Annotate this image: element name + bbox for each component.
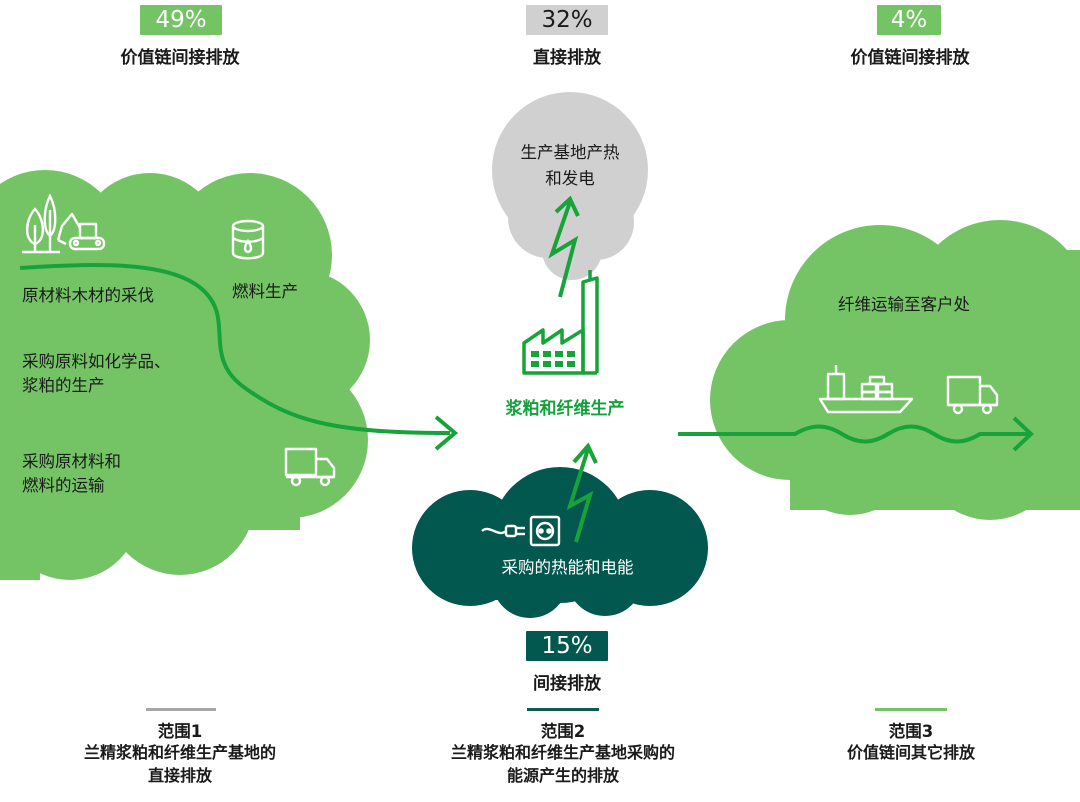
right-cloud (710, 220, 1080, 520)
socket-icon (529, 515, 561, 547)
factory-icon (522, 270, 599, 375)
truck-icon (284, 447, 336, 487)
left-flow-arrowhead (434, 415, 459, 451)
right-cloud-text: 纤维运输至客户处 (838, 295, 970, 314)
scope1-description: 兰精浆粕和纤维生产基地的 直接排放 (40, 741, 320, 787)
left-cloud-item-2-line2: 浆粕的生产 (22, 376, 105, 395)
scope2-bar (527, 708, 599, 711)
scope3-description: 价值链间其它排放 (781, 741, 1041, 764)
left-cloud-fuel: 燃料生产 (232, 282, 298, 301)
scope3-line1: 价值链间其它排放 (846, 743, 975, 762)
right-flow-arrowhead (1012, 416, 1034, 452)
oil-barrel-icon (231, 219, 265, 260)
scope2-description: 兰精浆粕和纤维生产基地采购的 能源产生的排放 (413, 741, 713, 787)
left-percent-badge: 49% (140, 5, 222, 35)
right-emission-label: 价值链间接排放 (850, 48, 970, 68)
trees-icon (22, 193, 60, 254)
scope1-line2: 直接排放 (147, 766, 212, 785)
bottom-cloud-text: 采购的热能和电能 (501, 558, 634, 577)
gray-cloud-text: 生产基地产热 和发电 (490, 140, 650, 192)
left-cloud-item-1: 原材料木材的采伐 (22, 286, 154, 305)
plug-icon (481, 524, 525, 538)
gray-cloud-line1: 生产基地产热 (520, 143, 620, 162)
bottom-percent-badge: 15% (526, 631, 608, 661)
lightning-icon (566, 442, 598, 543)
center-percent-badge: 32% (526, 5, 608, 35)
excavator-icon (56, 212, 106, 251)
scope2-line1: 兰精浆粕和纤维生产基地采购的 (450, 743, 675, 762)
gray-cloud-line2: 和发电 (545, 169, 595, 188)
scope2-line2: 能源产生的排放 (506, 766, 619, 785)
left-cloud-item-3: 采购原材料和 燃料的运输 (22, 450, 121, 498)
scope3-title: 范围3 (888, 722, 934, 741)
left-emission-label: 价值链间接排放 (120, 48, 240, 68)
bottom-cloud (412, 467, 708, 618)
left-flow-line (19, 263, 451, 435)
scope3-bar (875, 708, 947, 711)
left-cloud-item-3-line2: 燃料的运输 (22, 476, 105, 495)
right-percent-badge: 4% (877, 5, 941, 35)
factory-label: 浆粕和纤维生产 (505, 399, 625, 419)
lightning-icon (548, 195, 580, 298)
scope1-bar (146, 708, 216, 711)
left-cloud-item-2: 采购原料如化学品、 浆粕的生产 (22, 350, 171, 398)
gray-cloud (492, 92, 648, 280)
left-cloud-item-3-line1: 采购原材料和 (22, 452, 121, 471)
right-flow-line (678, 424, 1028, 444)
scope1-line1: 兰精浆粕和纤维生产基地的 (83, 743, 276, 762)
bottom-emission-label: 间接排放 (533, 674, 601, 694)
truck-icon (946, 375, 999, 415)
scope1-title: 范围1 (157, 722, 203, 741)
left-cloud-item-2-line1: 采购原料如化学品、 (22, 352, 171, 371)
cargo-ship-icon (818, 365, 914, 414)
center-emission-label: 直接排放 (533, 48, 601, 68)
scope2-title: 范围2 (540, 722, 586, 741)
